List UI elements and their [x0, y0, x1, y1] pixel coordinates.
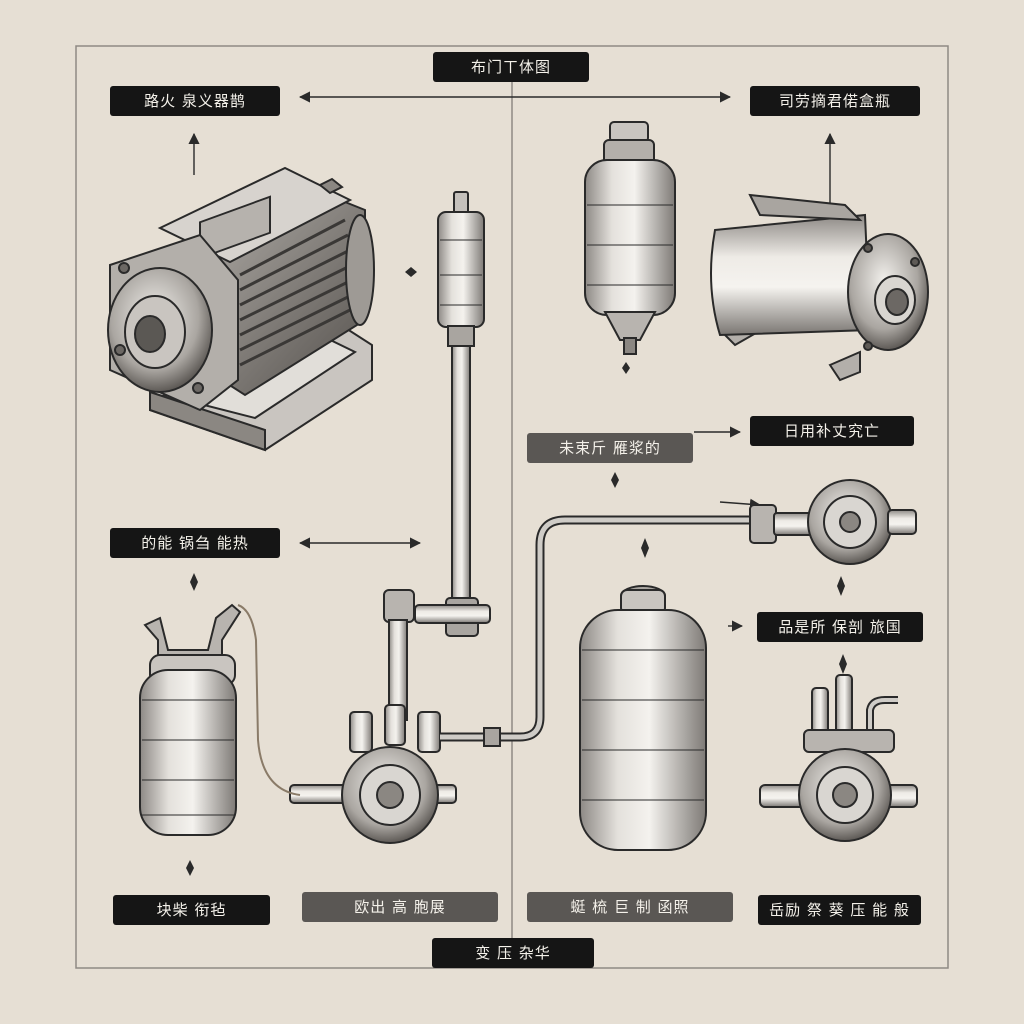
label-lower-right: 品是所 保剖 旅国 [757, 612, 923, 642]
pump-manifold-icon [289, 515, 750, 844]
label-bottom-center-right: 蜓 梳 巨 制 函照 [527, 892, 733, 922]
gas-tank-icon [139, 603, 301, 836]
small-motor-icon [710, 193, 929, 382]
valve-assembly-icon [759, 674, 918, 842]
label-top-center: 布门ㄒ体图 [433, 52, 589, 82]
large-tank-icon [579, 585, 707, 851]
diamond-markers [186, 267, 847, 876]
tall-cylinder-icon [584, 121, 676, 355]
connector-arrows [188, 91, 836, 632]
frame [75, 45, 949, 969]
label-bottom-left: 块柴 衔毡 [113, 895, 270, 925]
electric-motor-icon [107, 166, 375, 452]
pressure-regulator-icon [749, 479, 917, 565]
label-bottom-center: 变 压 杂华 [432, 938, 594, 968]
label-mid-right: 日用补丈究亡 [750, 416, 914, 446]
label-bottom-right: 岳励 祭 葵 压 能 般 [758, 895, 921, 925]
label-mid-center-right: 未束斤 雁浆的 [527, 433, 693, 463]
label-top-right: 司劳摘君偌盒瓶 [750, 86, 920, 116]
label-top-left: 路火 泉义器鹊 [110, 86, 280, 116]
label-bottom-center-left: 欧出 高 胞展 [302, 892, 498, 922]
vertical-pipe-icon [383, 191, 491, 721]
label-mid-left: 的能 锅刍 能热 [110, 528, 280, 558]
